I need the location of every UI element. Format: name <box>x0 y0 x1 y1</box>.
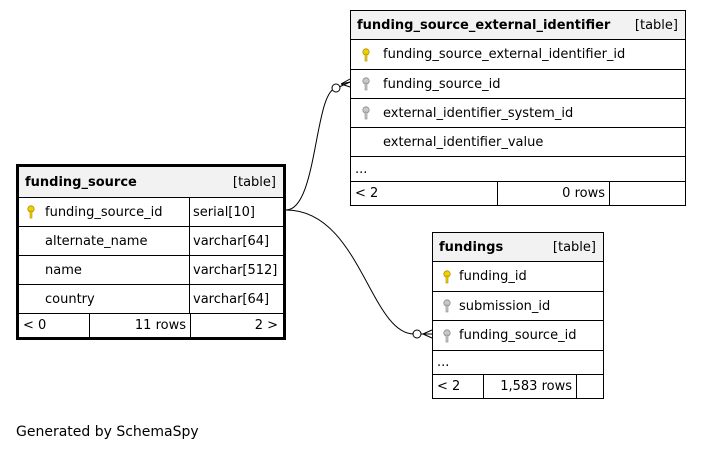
table-row: alternate_name varchar[64] <box>19 227 283 256</box>
relationship-line-external-identifier <box>285 81 351 211</box>
table-row: funding_source_id <box>351 70 685 99</box>
table-row: funding_source_id serial[10] <box>19 198 283 227</box>
table-row: name varchar[512] <box>19 256 283 285</box>
column-name: external_identifier_system_id <box>383 105 574 121</box>
column-name: country <box>45 291 95 307</box>
column-name: funding_source_id <box>383 76 501 92</box>
table-name: funding_source <box>25 174 137 190</box>
table-type-label: [table] <box>232 174 276 190</box>
column-name: funding_source_id <box>45 204 163 220</box>
crowfoot-icon <box>340 78 351 88</box>
column-name: external_identifier_value <box>383 134 544 150</box>
generated-by-note: Generated by SchemaSpy <box>16 424 199 440</box>
parents-count[interactable]: < 0 <box>23 318 47 333</box>
table-footer: < 2 1,583 rows <box>433 375 603 398</box>
children-count[interactable] <box>576 375 603 398</box>
more-columns: ... <box>355 161 368 177</box>
table-funding-source[interactable]: funding_source [table] funding_source_id… <box>16 164 286 340</box>
column-type: varchar[64] <box>189 285 283 313</box>
table-type-label: [table] <box>634 17 678 33</box>
table-funding-source-external-identifier[interactable]: funding_source_external_identifier [tabl… <box>350 10 686 206</box>
row-count: 0 rows <box>497 182 609 205</box>
table-row: country varchar[64] <box>19 285 283 314</box>
table-footer: < 0 11 rows 2 > <box>19 314 283 337</box>
relationship-end-circle <box>412 329 422 339</box>
table-name: fundings <box>439 239 504 255</box>
table-row: funding_source_id <box>433 321 603 351</box>
column-name: funding_source_id <box>459 328 577 343</box>
table-row: funding_source_external_identifier_id <box>351 40 685 70</box>
primary-key-icon <box>443 270 451 284</box>
row-count: 1,583 rows <box>483 375 576 398</box>
table-row-ellipsis: ... <box>433 351 603 375</box>
foreign-key-icon <box>443 329 451 343</box>
table-footer: < 2 0 rows <box>351 182 685 205</box>
more-columns: ... <box>437 355 450 370</box>
relationship-line-fundings <box>285 209 432 335</box>
parents-count[interactable]: < 2 <box>437 379 461 394</box>
column-name: funding_source_external_identifier_id <box>383 47 626 62</box>
table-row: external_identifier_value <box>351 128 685 157</box>
primary-key-icon <box>27 205 35 219</box>
crowfoot-icon <box>422 329 433 339</box>
column-name: submission_id <box>459 298 551 314</box>
table-row: external_identifier_system_id <box>351 99 685 128</box>
primary-key-icon <box>362 48 370 62</box>
relationship-end-circle <box>331 83 341 93</box>
table-fundings[interactable]: fundings [table] funding_id submission_i… <box>432 232 604 399</box>
foreign-key-icon <box>362 106 370 120</box>
parents-count[interactable]: < 2 <box>355 186 379 201</box>
column-name: funding_id <box>459 269 527 284</box>
table-row-ellipsis: ... <box>351 157 685 182</box>
column-name: alternate_name <box>45 233 148 249</box>
children-count[interactable]: 2 > <box>190 314 283 337</box>
column-type: varchar[64] <box>189 227 283 255</box>
row-count: 11 rows <box>89 314 190 337</box>
column-type: serial[10] <box>189 198 283 226</box>
foreign-key-icon <box>362 77 370 91</box>
foreign-key-icon <box>443 299 451 313</box>
column-name: name <box>45 262 82 278</box>
children-count[interactable] <box>609 182 685 205</box>
table-row: funding_id <box>433 262 603 292</box>
table-name: funding_source_external_identifier <box>357 17 611 33</box>
table-row: submission_id <box>433 292 603 321</box>
column-type: varchar[512] <box>189 256 283 284</box>
table-type-label: [table] <box>552 239 596 255</box>
table-header: funding_source_external_identifier [tabl… <box>351 11 685 40</box>
table-header: funding_source [table] <box>19 167 283 198</box>
table-header: fundings [table] <box>433 233 603 262</box>
